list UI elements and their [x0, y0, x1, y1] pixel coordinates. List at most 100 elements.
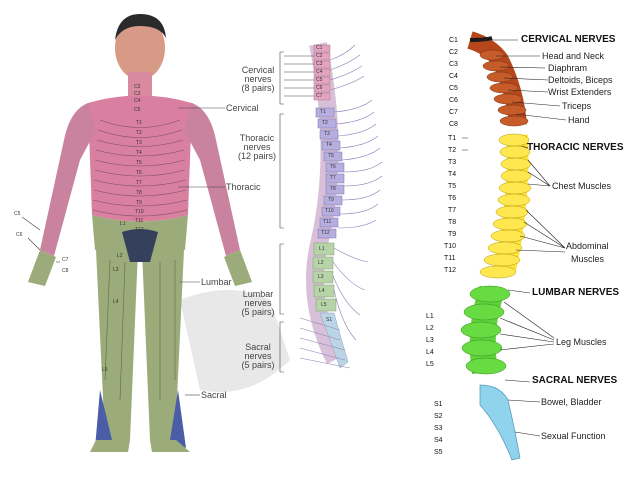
- group-line: (5 pairs): [241, 360, 275, 370]
- header-cervical-nerves: CERVICAL NERVES: [521, 34, 616, 45]
- group-line: nerves: [244, 298, 272, 308]
- body-segment-label: T11: [135, 218, 144, 224]
- level-label: C2: [449, 49, 458, 56]
- vertebra-label: C4: [316, 69, 323, 75]
- header-lumbar-nerves: LUMBAR NERVES: [532, 287, 620, 298]
- body-segment-label: T7: [136, 180, 142, 186]
- group-line: (8 pairs): [241, 83, 275, 93]
- function-abdominal: Abdominal: [566, 241, 609, 251]
- vertebra-label: T9: [328, 197, 334, 203]
- group-line: Lumbar: [242, 289, 274, 299]
- function-triceps: Triceps: [562, 101, 592, 111]
- nerve-group-cervical: Cervical nerves (8 pairs): [236, 66, 280, 93]
- function-deltoids-biceps: Deltoids, Biceps: [548, 75, 613, 85]
- body-segment-label: T3: [136, 140, 142, 146]
- vertebra-label: T3: [324, 131, 330, 137]
- body-segment-label: T1: [136, 120, 142, 126]
- vertebra-label: T4: [326, 142, 332, 148]
- vertebra-label: C2: [316, 53, 323, 59]
- group-line: (12 pairs): [237, 151, 276, 161]
- function-diaphram: Diaphram: [548, 63, 588, 73]
- level-label: S1: [434, 401, 443, 408]
- nerve-group-thoracic: Thoracic nerves (12 pairs): [234, 134, 280, 161]
- level-label: T11: [444, 255, 456, 262]
- function-head-neck: Head and Neck: [542, 51, 605, 61]
- body-segment-label: C5: [134, 107, 141, 113]
- body-segment-label: T9: [136, 200, 142, 206]
- level-label: C7: [449, 109, 458, 116]
- group-line: nerves: [244, 351, 272, 361]
- function-abdominal-muscles: Muscles: [571, 254, 605, 264]
- body-segment-label: L2: [117, 253, 123, 259]
- vertebra-label: C6: [316, 85, 323, 91]
- right-spine: [460, 31, 567, 461]
- level-label: T12: [444, 267, 457, 274]
- vertebra-label: L3: [318, 274, 324, 280]
- header-sacral-nerves: SACRAL NERVES: [532, 375, 618, 386]
- nerve-group-sacral: Sacral nerves (5 pairs): [236, 343, 280, 370]
- body-segment-label: L1: [120, 221, 126, 227]
- function-leg-muscles: Leg Muscles: [556, 337, 607, 347]
- function-bowel-bladder: Bowel, Bladder: [541, 397, 602, 407]
- level-label: T1: [448, 135, 457, 142]
- header-thoracic-nerves: THORACIC NERVES: [527, 142, 624, 153]
- body-segment-label: L4: [113, 299, 119, 305]
- vertebra-label: T6: [330, 164, 336, 170]
- body-label-cervical: Cervical: [226, 103, 259, 113]
- level-label: T2: [448, 147, 457, 154]
- vertebra-label: T12: [321, 230, 330, 236]
- vertebra-label: T10: [325, 208, 334, 214]
- vertebra-label: T5: [328, 153, 334, 159]
- vertebra-label: T11: [323, 219, 332, 225]
- group-line: nerves: [244, 74, 272, 84]
- level-label: C8: [449, 121, 458, 128]
- vertebra-label: C5: [316, 77, 323, 83]
- level-label: T9: [448, 231, 457, 238]
- vertebra-label: T1: [320, 109, 326, 115]
- body-segment-label: L5: [102, 367, 108, 373]
- level-label: T8: [448, 219, 457, 226]
- level-label: T4: [448, 171, 457, 178]
- body-segment-label: C5: [14, 211, 21, 217]
- body-segment-label: C6: [16, 232, 23, 238]
- body-segment-label: T5: [136, 160, 142, 166]
- body-label-thoracic: Thoracic: [226, 182, 261, 192]
- level-label: S3: [434, 425, 443, 432]
- body-segment-label: T2: [136, 130, 142, 136]
- body-label-lumbar: Lumbar: [201, 277, 232, 287]
- level-label: C5: [449, 85, 458, 92]
- group-line: Thoracic: [239, 133, 275, 143]
- body-segment-label: C8: [62, 268, 69, 274]
- level-label: L5: [426, 361, 434, 368]
- level-label: S4: [434, 437, 443, 444]
- body-segment-label: C3: [134, 91, 141, 97]
- level-label: S5: [434, 449, 443, 456]
- vertebra-label: L1: [319, 246, 325, 252]
- vertebra-label: T7: [330, 175, 336, 181]
- nerve-group-lumbar: Lumbar nerves (5 pairs): [236, 290, 280, 317]
- group-line: Cervical: [241, 65, 275, 75]
- body-segment-label: T12: [135, 227, 144, 233]
- group-line: (5 pairs): [241, 307, 275, 317]
- human-figure: [28, 14, 290, 452]
- vertebra-label: L5: [321, 302, 327, 308]
- level-label: L4: [426, 349, 434, 356]
- vertebra-label: C1: [316, 45, 323, 51]
- level-label: L3: [426, 337, 434, 344]
- function-hand: Hand: [568, 115, 590, 125]
- vertebra-label: L2: [318, 260, 324, 266]
- function-sexual-function: Sexual Function: [541, 431, 606, 441]
- level-label: S2: [434, 413, 443, 420]
- level-label: T7: [448, 207, 457, 214]
- vertebra-label: T8: [330, 186, 336, 192]
- level-label: C3: [449, 61, 458, 68]
- body-segment-label: T4: [136, 150, 142, 156]
- body-segment-label: L3: [113, 267, 119, 273]
- body-segment-label: T8: [136, 190, 142, 196]
- group-line: Sacral: [245, 342, 271, 352]
- level-label: C6: [449, 97, 458, 104]
- level-label: L2: [426, 325, 434, 332]
- level-label: L1: [426, 313, 434, 320]
